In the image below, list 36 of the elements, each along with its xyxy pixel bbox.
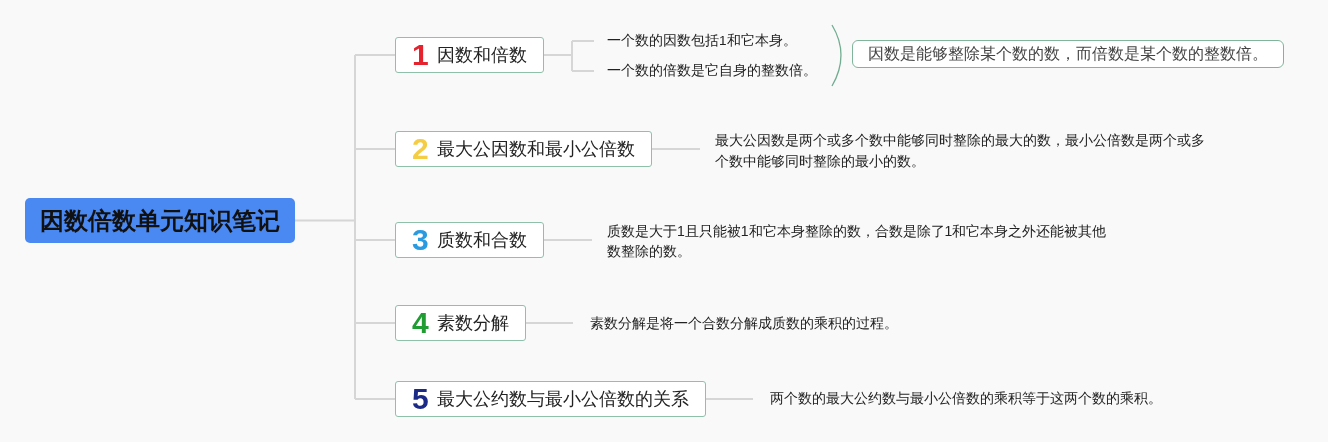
- note-text: 一个数的因数包括1和它本身。: [594, 32, 797, 50]
- topic-title: 最大公约数与最小公倍数的关系: [436, 388, 689, 410]
- connector-line: [650, 148, 701, 150]
- topic-number: 2: [412, 134, 429, 164]
- topic-number: 5: [412, 384, 429, 414]
- connector-line: [542, 40, 573, 72]
- connector-line: [354, 239, 396, 241]
- connector-line: [571, 70, 595, 72]
- connector-line: [354, 398, 396, 400]
- note-text: 最大公因数是两个或多个数中能够同时整除的最大的数，最小公倍数是两个或多个数中能够同时整除的最小的数。: [700, 130, 1214, 172]
- topic-title: 素数分解: [436, 312, 509, 334]
- topic-box: [395, 131, 652, 167]
- topic-number: 3: [412, 225, 429, 255]
- connector-line: [704, 398, 754, 400]
- topic-box: [395, 222, 544, 258]
- note-text: 两个数的最大公约数与最小公倍数的乘积等于这两个数的乘积。: [753, 390, 1162, 408]
- connector-line: [294, 54, 356, 400]
- connector-line: [524, 322, 574, 324]
- topic-number: 1: [412, 40, 429, 70]
- note-text: 质数是大于1且只能被1和它本身整除的数，合数是除了1和它本身之外还能被其他数整除的数。: [592, 221, 1114, 261]
- summary-box: 因数是能够整除某个数的数，而倍数是某个数的整数倍。: [852, 40, 1284, 68]
- note-text: 素数分解是将一个合数分解成质数的乘积的过程。: [573, 315, 898, 333]
- connector-line: [542, 239, 593, 241]
- note-text: 一个数的倍数是它自身的整数倍。: [594, 62, 817, 80]
- topic-number: 4: [412, 308, 429, 338]
- central-topic: 因数倍数单元知识笔记: [25, 198, 295, 243]
- connector-line: [571, 40, 595, 42]
- topic-title: 因数和倍数: [436, 44, 527, 66]
- connector-line: [354, 322, 396, 324]
- topic-box: [395, 381, 706, 417]
- topic-title: 最大公因数和最小公倍数: [436, 138, 635, 160]
- connector-line: [354, 148, 396, 150]
- connector-line: [354, 54, 396, 56]
- topic-box: [395, 37, 544, 73]
- topic-title: 质数和合数: [436, 229, 527, 251]
- topic-box: [395, 305, 526, 341]
